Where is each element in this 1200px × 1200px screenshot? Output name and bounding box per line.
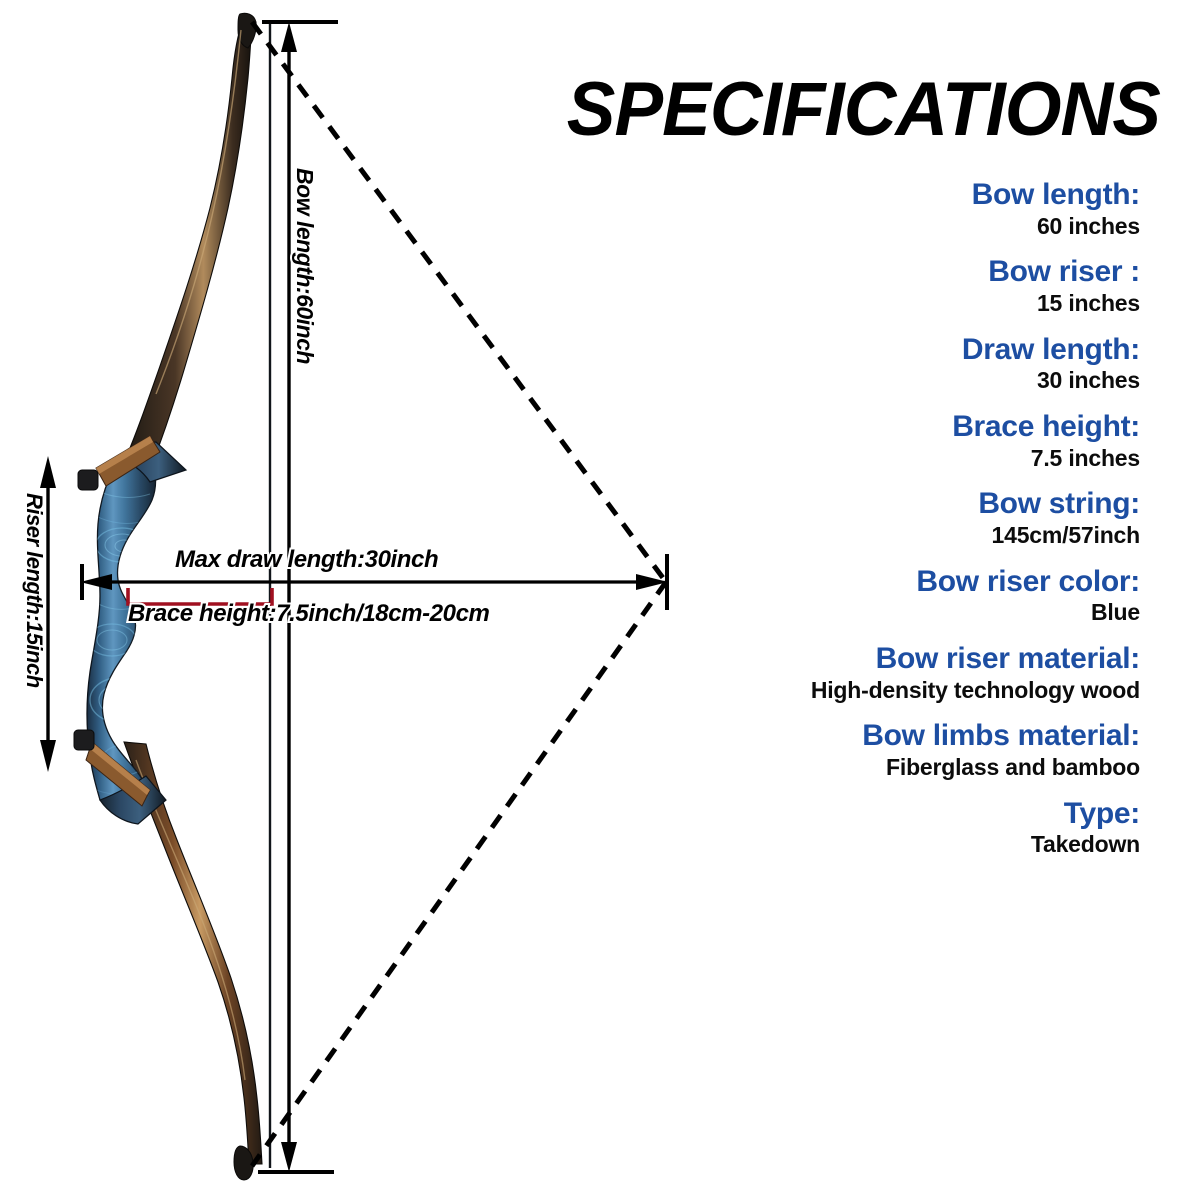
spec-label: Bow string: [978, 487, 1140, 521]
bow-riser [73, 435, 188, 825]
spec-row-bow-riser-color: Bow riser color: Blue [640, 565, 1140, 627]
spec-row-draw-length: Draw length: 30 inches [640, 333, 1140, 395]
lower-limb [123, 741, 263, 1165]
max-draw-length-dimension-label: Max draw length:30inch [173, 544, 441, 575]
max-draw-arrow-left [80, 574, 112, 590]
bow-length-dimension-label: Bow length:60inch [290, 166, 320, 366]
spec-row-bow-riser: Bow riser : 15 inches [640, 255, 1140, 317]
spec-row-bow-riser-material: Bow riser material: High-density technol… [640, 642, 1140, 704]
brace-height-dimension-label: Brace height:7.5inch/18cm-20cm [126, 598, 492, 629]
riser-length-arrow-down [40, 740, 56, 772]
spec-value: 145cm/57inch [991, 521, 1141, 548]
spec-label: Bow length: [971, 178, 1141, 211]
spec-value: 15 inches [1036, 289, 1140, 316]
bow-diagram: Bow length:60inch Riser length:15inch Ma… [20, 12, 669, 1181]
lower-limb-tip [233, 1145, 254, 1181]
riser-length-arrow-up [40, 456, 56, 488]
spec-label: Type: [1063, 796, 1141, 830]
brace-height-bracket [126, 588, 274, 606]
upper-limb-highlight [155, 29, 242, 395]
bow-length-arrow-up [281, 22, 297, 52]
spec-value: Blue [1090, 599, 1140, 626]
spec-value: High-density technology wood [810, 676, 1140, 703]
bow-length-arrow-down [281, 1142, 297, 1172]
page-title: SPECIFICATIONS [566, 67, 1161, 152]
spec-value: 30 inches [1036, 367, 1140, 394]
max-draw-arrow-right [636, 574, 668, 590]
spec-label: Bow riser : [988, 255, 1140, 289]
spec-value: 7.5 inches [1030, 444, 1140, 471]
spec-row-bow-length: Bow length: 60 inches [640, 178, 1141, 240]
dashed-lower-draw-line [249, 580, 669, 1168]
specifications-list: Bow length: 60 inches Bow riser : 15 inc… [640, 178, 1140, 874]
spec-label: Bow riser color: [916, 564, 1140, 598]
spec-label: Bow limbs material: [862, 719, 1140, 753]
spec-value: Fiberglass and bamboo [886, 754, 1140, 780]
spec-label: Draw length: [961, 332, 1140, 366]
spec-row-bow-string: Bow string: 145cm/57inch [640, 487, 1140, 549]
spec-label: Bow riser material: [875, 642, 1141, 676]
spec-row-brace-height: Brace height: 7.5 inches [640, 410, 1140, 472]
spec-row-type: Type: Takedown [640, 797, 1140, 859]
dashed-upper-draw-line [249, 20, 669, 584]
spec-value: 60 inches [1036, 212, 1140, 239]
spec-value: Takedown [1030, 831, 1140, 858]
upper-limb-tip [237, 12, 257, 49]
upper-limb [123, 19, 253, 471]
spec-row-bow-limbs-material: Bow limbs material: Fiberglass and bambo… [640, 719, 1140, 781]
spec-label: Brace height: [952, 410, 1140, 444]
riser-length-dimension-label: Riser length:15inch [20, 491, 49, 690]
